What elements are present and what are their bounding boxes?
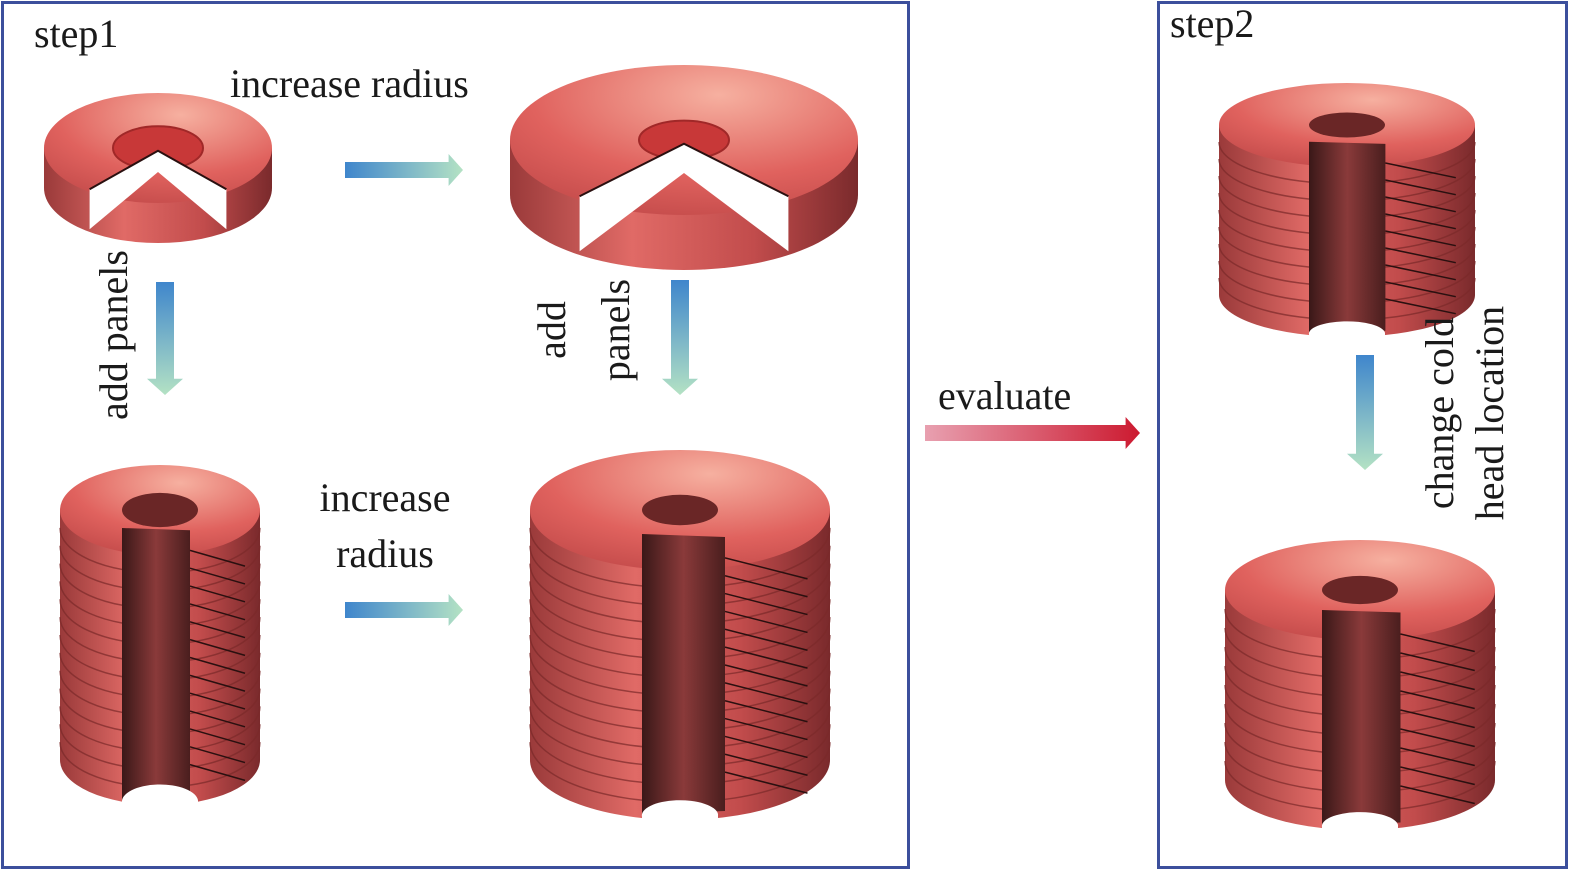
step2-top-shape	[1218, 83, 1476, 341]
step1-title: step1	[34, 11, 119, 56]
change-line2: head location	[1467, 305, 1512, 521]
change-cold-head-label: change cold head location	[1417, 258, 1512, 568]
evaluate-label: evaluate	[938, 373, 1072, 418]
arrow-right-bottom	[345, 594, 463, 626]
arrow-down-right	[662, 280, 698, 395]
add-panels-left-label: add panels	[91, 250, 136, 420]
add-panels-right-label: add panels	[529, 260, 638, 400]
step2-panel	[1157, 1, 1568, 869]
arrow-right-top	[345, 154, 463, 186]
small-cylinder-shape	[59, 465, 261, 809]
increase-line1: increase	[319, 475, 451, 520]
step1-panel	[1, 1, 910, 869]
large-cylinder-shape	[529, 450, 831, 824]
arrow-down-left	[147, 282, 183, 395]
radius-line2: radius	[336, 531, 434, 576]
step2-bottom-shape	[1224, 540, 1496, 834]
small-disk-shape	[44, 93, 272, 243]
step2-title: step2	[1170, 1, 1255, 46]
increase-radius-bottom-label: increase radius	[290, 470, 480, 582]
change-line1: change cold	[1417, 316, 1462, 510]
increase-radius-top-label: increase radius	[230, 61, 469, 106]
arrow-down-step2	[1347, 355, 1383, 470]
large-disk-shape	[510, 65, 858, 270]
add-panels-line1: add	[529, 301, 574, 359]
evaluate-arrow	[925, 417, 1140, 449]
add-panels-line2: panels	[593, 278, 638, 382]
